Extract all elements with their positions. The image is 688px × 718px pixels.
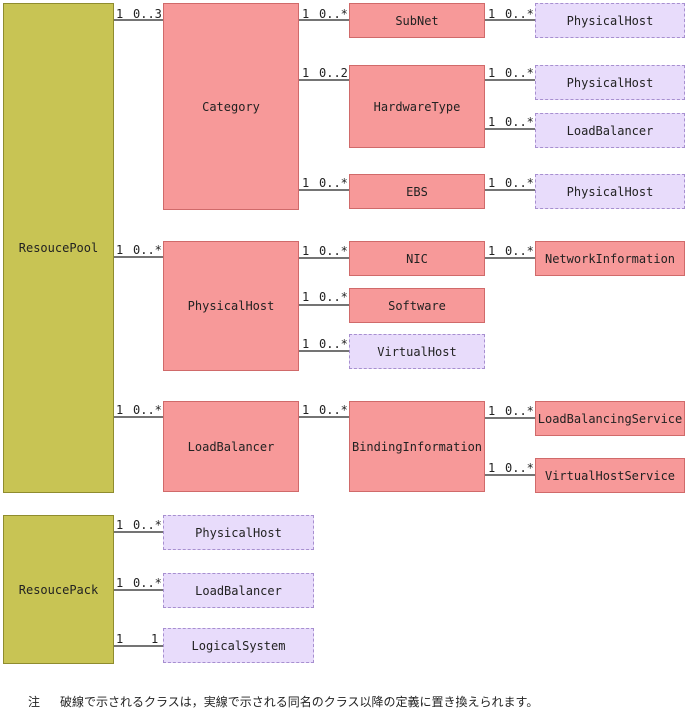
multiplicity-target: 0..* xyxy=(133,403,162,417)
multiplicity-target: 0..* xyxy=(319,244,348,258)
class-name: Category xyxy=(202,99,260,114)
class-resoucepack: ResoucePack xyxy=(3,515,114,664)
footnote-mark: 注 xyxy=(28,695,41,709)
multiplicity-source: 1 xyxy=(488,115,496,129)
class-hardwaretype: HardwareType xyxy=(349,65,485,148)
class-name: PhysicalHost xyxy=(566,13,654,28)
multiplicity-target: 0..2 xyxy=(319,66,348,80)
class-name: BindingInformation xyxy=(351,439,483,454)
class-name: Software xyxy=(388,298,446,313)
class-virtualhostservice: VirtualHostService xyxy=(535,458,685,493)
multiplicity-source: 1 xyxy=(302,290,310,304)
class-virtualhost-ref: VirtualHost xyxy=(349,334,485,369)
class-nic: NIC xyxy=(349,241,485,276)
multiplicity-source: 1 xyxy=(488,244,496,258)
multiplicity-target: 0..* xyxy=(505,176,534,190)
multiplicity-source: 1 xyxy=(302,337,310,351)
multiplicity-source: 1 xyxy=(116,518,124,532)
class-name: HardwareType xyxy=(373,99,461,114)
multiplicity-source: 1 xyxy=(488,7,496,21)
multiplicity-source: 1 xyxy=(302,66,310,80)
class-resoucepool: ResoucePool xyxy=(3,3,114,493)
multiplicity-source: 1 xyxy=(116,632,124,646)
multiplicity-source: 1 xyxy=(302,176,310,190)
multiplicity-source: 1 xyxy=(116,7,124,21)
class-name: ResoucePack xyxy=(18,582,99,597)
class-name: SubNet xyxy=(395,13,439,28)
class-logicalsystem-ref: LogicalSystem xyxy=(163,628,314,663)
multiplicity-source: 1 xyxy=(302,403,310,417)
multiplicity-target: 0..* xyxy=(133,576,162,590)
multiplicity-source: 1 xyxy=(116,243,124,257)
class-loadbalancer-ref: LoadBalancer xyxy=(163,573,314,608)
multiplicity-target: 0..3 xyxy=(133,7,162,21)
class-physicalhost-ref: PhysicalHost xyxy=(535,174,685,209)
class-name: LoadBalancer xyxy=(195,583,282,598)
class-name: LoadBalancer xyxy=(187,439,275,454)
class-name: PhysicalHost xyxy=(566,75,654,90)
class-loadbalancer-ref: LoadBalancer xyxy=(535,113,685,148)
class-category: Category xyxy=(163,3,299,210)
class-networkinformation: NetworkInformation xyxy=(535,241,685,276)
class-name: LoadBalancingService xyxy=(537,411,683,426)
class-name: LoadBalancer xyxy=(566,123,654,138)
class-software: Software xyxy=(349,288,485,323)
class-name: EBS xyxy=(406,184,428,199)
multiplicity-source: 1 xyxy=(488,66,496,80)
class-physicalhost: PhysicalHost xyxy=(163,241,299,371)
class-loadbalancingservice: LoadBalancingService xyxy=(535,401,685,436)
multiplicity-source: 1 xyxy=(488,404,496,418)
class-ebs: EBS xyxy=(349,174,485,209)
multiplicity-target: 0..* xyxy=(505,461,534,475)
class-name: ResoucePool xyxy=(18,241,99,255)
multiplicity-source: 1 xyxy=(116,403,124,417)
multiplicity-source: 1 xyxy=(488,176,496,190)
multiplicity-target: 0..* xyxy=(505,66,534,80)
class-name: NIC xyxy=(406,251,428,266)
multiplicity-target: 0..* xyxy=(505,7,534,21)
class-loadbalancer: LoadBalancer xyxy=(163,401,299,492)
multiplicity-target: 0..* xyxy=(505,404,534,418)
class-name: VirtualHostService xyxy=(544,468,676,483)
class-physicalhost-ref: PhysicalHost xyxy=(163,515,314,550)
multiplicity-target: 0..* xyxy=(319,7,348,21)
multiplicity-target: 0..* xyxy=(133,518,162,532)
class-name: PhysicalHost xyxy=(187,299,275,313)
multiplicity-target: 0..* xyxy=(133,243,162,257)
class-name: LogicalSystem xyxy=(191,638,286,653)
class-name: VirtualHost xyxy=(377,344,457,359)
multiplicity-target: 0..* xyxy=(319,403,348,417)
multiplicity-target: 0..* xyxy=(319,337,348,351)
multiplicity-source: 1 xyxy=(116,576,124,590)
footnote-text: 破線で示されるクラスは，実線で示される同名のクラス以降の定義に置き換えられます。 xyxy=(60,695,539,709)
class-subnet: SubNet xyxy=(349,3,485,38)
multiplicity-target: 0..* xyxy=(319,290,348,304)
footnote: 注 破線で示されるクラスは，実線で示される同名のクラス以降の定義に置き換えられます… xyxy=(28,693,538,710)
class-bindinginformation: BindingInformation xyxy=(349,401,485,492)
multiplicity-target: 0..* xyxy=(319,176,348,190)
multiplicity-target: 0..* xyxy=(505,115,534,129)
multiplicity-source: 1 xyxy=(488,461,496,475)
multiplicity-source: 1 xyxy=(302,244,310,258)
multiplicity-target: 1 xyxy=(151,632,159,646)
class-physicalhost-ref: PhysicalHost xyxy=(535,65,685,100)
class-name: NetworkInformation xyxy=(544,251,676,266)
class-physicalhost-ref: PhysicalHost xyxy=(535,3,685,38)
multiplicity-source: 1 xyxy=(302,7,310,21)
class-name: PhysicalHost xyxy=(195,525,282,540)
multiplicity-target: 0..* xyxy=(505,244,534,258)
class-name: PhysicalHost xyxy=(566,184,654,199)
